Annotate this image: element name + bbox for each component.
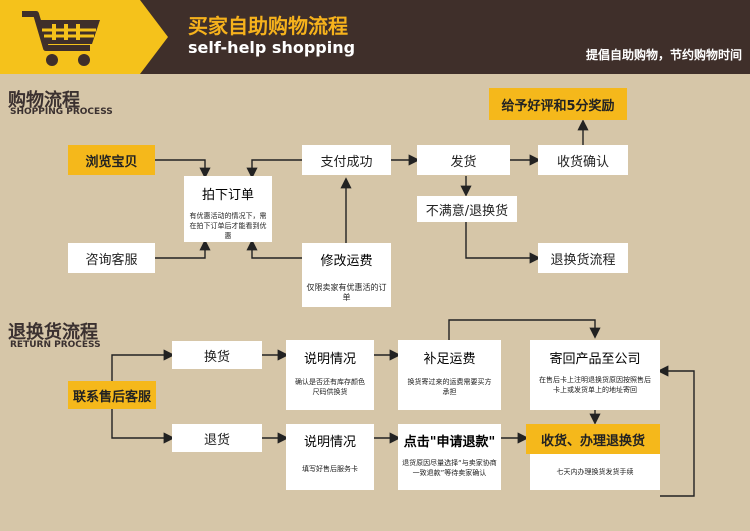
shopping-section-title: 购物流程 bbox=[8, 90, 80, 111]
modify-freight-panel: 修改运费 仅限卖家有优惠活的订单 bbox=[302, 243, 391, 307]
send-back-label: 寄回产品至公司 bbox=[549, 352, 641, 367]
modify-freight-label: 修改运费 bbox=[320, 254, 373, 269]
header-logo-area bbox=[0, 0, 168, 74]
apply-refund-note: 退货原因尽量选择“与卖家协商一致退款”等待卖家确认 bbox=[402, 459, 497, 477]
return-section-subtitle: RETURN PROCESS bbox=[10, 340, 101, 350]
apply-refund-panel: 点击"申请退款" 退货原因尽量选择“与卖家协商一致退款”等待卖家确认 bbox=[398, 424, 501, 490]
refund-box: 退货 bbox=[172, 424, 262, 452]
explain-exchange-panel: 说明情况 确认是否还有库存颜色尺码供换货 bbox=[286, 340, 374, 410]
header-subtitle: self-help shopping bbox=[188, 38, 356, 57]
unsatisfied-return-box: 不满意/退换货 bbox=[417, 196, 517, 222]
payment-success-box: 支付成功 bbox=[302, 145, 391, 175]
return-process-box: 退换货流程 bbox=[538, 243, 628, 273]
send-back-note: 在售后卡上注明退换货原因按照售后卡上或发货单上的地址寄回 bbox=[539, 376, 651, 394]
exchange-box: 换货 bbox=[172, 341, 262, 369]
place-order-note: 有优惠活动的情况下，需在拍下订单后才能看到优惠 bbox=[189, 212, 267, 240]
header-title: 买家自助购物流程 bbox=[188, 14, 348, 38]
add-freight-panel: 补足运费 换货寄过来的运费需要买方承担 bbox=[398, 340, 501, 410]
contact-aftersales-box: 联系售后客服 bbox=[68, 381, 156, 409]
place-order-label: 拍下订单 bbox=[201, 188, 254, 203]
browse-item-box: 浏览宝贝 bbox=[68, 145, 155, 175]
place-order-panel: 拍下订单 有优惠活动的情况下，需在拍下订单后才能看到优惠 bbox=[184, 176, 272, 242]
return-section-title: 退换货流程 bbox=[8, 322, 98, 343]
review-reward-box: 给予好评和5分奖励 bbox=[489, 88, 627, 120]
receive-process-note: 七天内办理换货发货手续 bbox=[556, 468, 634, 476]
add-freight-label: 补足运费 bbox=[423, 352, 476, 367]
explain-exchange-label: 说明情况 bbox=[303, 352, 356, 367]
explain-refund-note: 填写好售后服务卡 bbox=[302, 465, 358, 473]
add-freight-note: 换货寄过来的运费需要买方承担 bbox=[407, 378, 492, 396]
shopping-cart-icon bbox=[22, 11, 100, 66]
apply-refund-label: 点击"申请退款" bbox=[403, 435, 496, 450]
send-back-panel: 寄回产品至公司 在售后卡上注明退换货原因按照售后卡上或发货单上的地址寄回 bbox=[530, 340, 660, 410]
explain-exchange-note: 确认是否还有库存颜色尺码供换货 bbox=[295, 378, 365, 396]
header-banner: 买家自助购物流程 self-help shopping 提倡自助购物，节约购物时… bbox=[0, 0, 750, 74]
shopping-section-subtitle: SHOPPING PROCESS bbox=[10, 107, 113, 117]
consult-service-box: 咨询客服 bbox=[68, 243, 155, 273]
explain-refund-panel: 说明情况 填写好售后服务卡 bbox=[286, 424, 374, 490]
receive-process-box: 收货、办理退换货 bbox=[526, 424, 660, 454]
receipt-confirm-box: 收货确认 bbox=[538, 145, 628, 175]
explain-refund-label: 说明情况 bbox=[303, 435, 356, 450]
ship-box: 发货 bbox=[417, 145, 510, 175]
receive-process-panel: 七天内办理换货发货手续 bbox=[530, 454, 660, 490]
modify-freight-note: 仅限卖家有优惠活的订单 bbox=[306, 283, 387, 302]
header-slogan: 提倡自助购物，节约购物时间 bbox=[585, 48, 742, 62]
